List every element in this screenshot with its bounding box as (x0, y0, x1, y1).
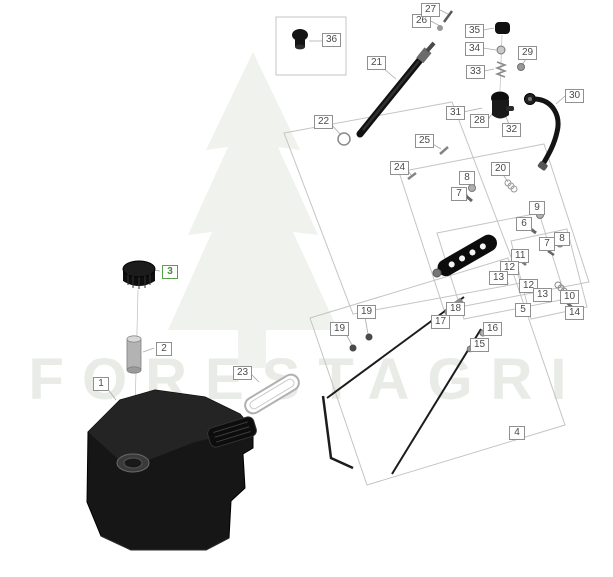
panel-36 (275, 16, 347, 76)
part-label-18-21[interactable]: 18 (446, 302, 466, 316)
cap-35-part (495, 22, 510, 34)
part-label-10-11[interactable]: 10 (560, 290, 580, 304)
part-label-32-36[interactable]: 32 (502, 123, 522, 137)
part-label-28-32[interactable]: 28 (470, 114, 490, 128)
washer-34-part (496, 45, 506, 55)
part-label-8-10[interactable]: 8 (554, 232, 570, 246)
part-label-20-24[interactable]: 20 (491, 162, 511, 176)
part-label-36-40[interactable]: 36 (322, 33, 342, 47)
filter-stack-parts (494, 22, 525, 78)
grommet-part (491, 91, 514, 119)
part-label-4-3[interactable]: 4 (509, 426, 525, 440)
part-label-2-1[interactable]: 2 (156, 342, 172, 356)
panel-14 (510, 228, 588, 320)
handle-bracket-part (432, 234, 497, 278)
collar-part (437, 25, 443, 31)
fuel-cap-part (122, 260, 156, 289)
part-label-11-12[interactable]: 11 (511, 249, 530, 263)
part-label-25-29[interactable]: 25 (415, 134, 435, 148)
fuel-hose-part (524, 93, 561, 171)
fuel-tank-part (86, 389, 257, 551)
part-label-3-2[interactable]: 3 (162, 265, 178, 279)
part-label-31-35[interactable]: 31 (446, 106, 466, 120)
part-label-8-7[interactable]: 8 (459, 171, 475, 185)
part-label-9-8[interactable]: 9 (529, 201, 545, 215)
part-label-35-39[interactable]: 35 (465, 24, 485, 38)
pin-part (442, 10, 454, 23)
part-label-5-4[interactable]: 5 (515, 303, 531, 317)
part-label-29-33[interactable]: 29 (518, 46, 538, 60)
ring-part (337, 132, 351, 146)
part-label-14-17[interactable]: 14 (565, 306, 585, 320)
part-label-1-0[interactable]: 1 (93, 377, 109, 391)
part-label-17-20[interactable]: 17 (431, 315, 451, 329)
part-label-21-25[interactable]: 21 (367, 56, 387, 70)
part-label-23-27[interactable]: 23 (233, 366, 253, 380)
small-pins (407, 146, 449, 180)
part-label-34-38[interactable]: 34 (465, 42, 485, 56)
part-label-27-31[interactable]: 27 (421, 3, 441, 17)
drive-shaft-part (356, 10, 454, 138)
part-label-7-9[interactable]: 7 (539, 237, 555, 251)
part-label-15-18[interactable]: 15 (470, 338, 490, 352)
panel-4 (309, 257, 566, 486)
part-label-6-5[interactable]: 6 (516, 217, 532, 231)
part-label-13-14[interactable]: 13 (489, 271, 509, 285)
part-label-13-16[interactable]: 13 (533, 288, 553, 302)
gasket-loop-part (244, 373, 300, 415)
part-label-24-28[interactable]: 24 (390, 161, 410, 175)
part-label-19-23[interactable]: 19 (330, 322, 350, 336)
panel-right (398, 143, 590, 311)
plug-part (292, 29, 308, 50)
spacer-part (126, 335, 142, 374)
part-label-30-34[interactable]: 30 (565, 89, 585, 103)
part-label-7-6[interactable]: 7 (451, 187, 467, 201)
nut-29-part (517, 63, 525, 71)
part-label-19-22[interactable]: 19 (357, 305, 377, 319)
tree-watermark-icon (168, 52, 338, 368)
part-label-16-19[interactable]: 16 (483, 322, 503, 336)
part-label-33-37[interactable]: 33 (466, 65, 486, 79)
part-label-22-26[interactable]: 22 (314, 115, 334, 129)
spring-33-part (494, 61, 508, 78)
